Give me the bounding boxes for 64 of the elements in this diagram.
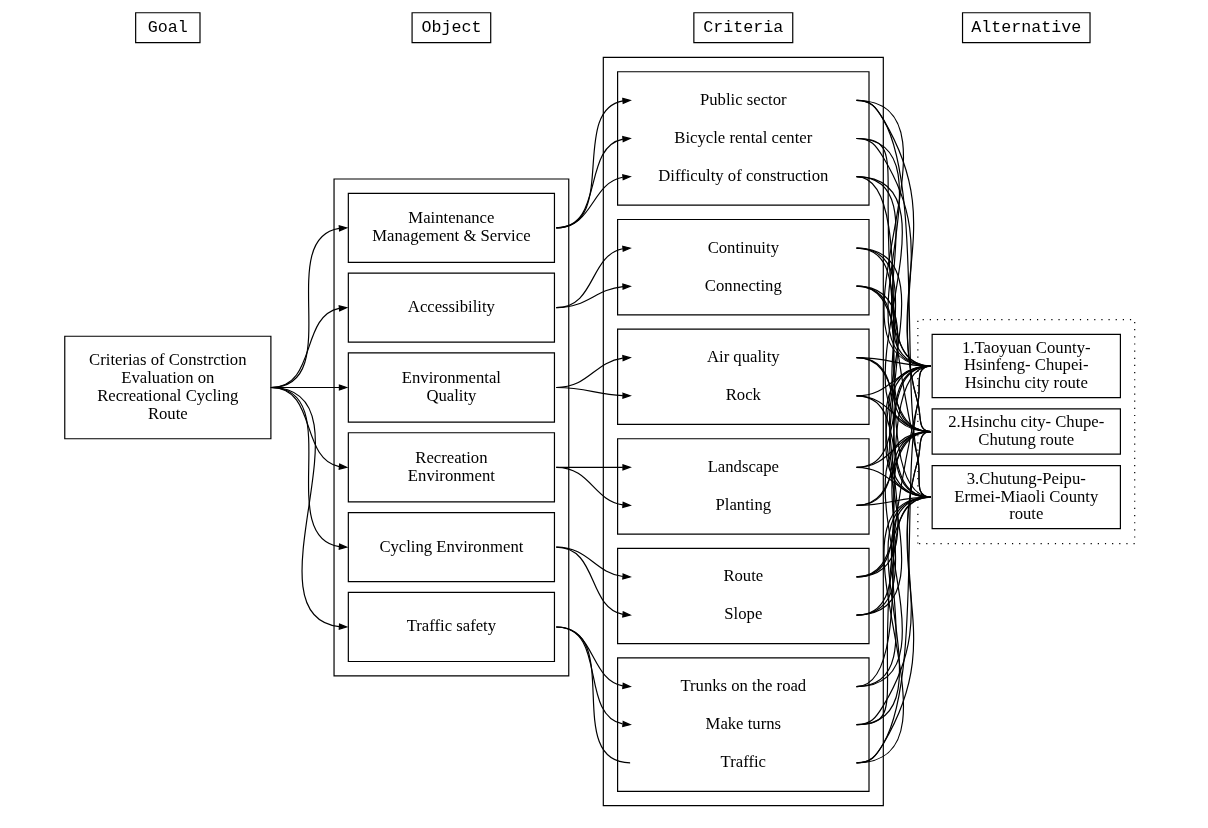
node-box: 1.Taoyuan County- Hsinfeng- Chupei- Hsinchu city route xyxy=(931,333,1121,399)
node-box: Traffic safety xyxy=(347,591,555,663)
node-text: Difficulty of construction xyxy=(657,166,828,186)
cluster xyxy=(616,547,870,645)
node-text: Bicycle rental center xyxy=(673,127,812,147)
connector xyxy=(855,395,932,498)
arrow xyxy=(555,466,632,509)
connector xyxy=(855,430,932,578)
node-text: Rock xyxy=(725,385,761,405)
connector xyxy=(855,430,932,616)
connector xyxy=(855,365,932,616)
arrow xyxy=(269,386,348,630)
arrow xyxy=(555,283,632,309)
connector xyxy=(855,496,932,688)
cluster xyxy=(602,56,884,807)
connector xyxy=(855,247,932,433)
node-text: Air quality xyxy=(706,347,780,367)
node-text: Trunks on the road xyxy=(679,675,806,695)
node-box: Criteria xyxy=(692,12,793,44)
node-text: Continuity xyxy=(707,237,779,257)
node-text: Public sector xyxy=(699,89,787,109)
cluster xyxy=(616,218,870,316)
cluster xyxy=(616,438,870,535)
node-box: Cycling Environment xyxy=(347,512,555,583)
cluster xyxy=(616,328,870,426)
connector xyxy=(855,285,932,433)
node-box: Goal xyxy=(134,12,201,44)
connector xyxy=(855,430,932,507)
node-box: 3.Chutung-Peipu- Ermei-Miaoli County route xyxy=(931,464,1121,530)
node-box: Accessibility xyxy=(347,272,555,343)
cluster xyxy=(332,178,569,677)
connector xyxy=(855,247,932,498)
arrow xyxy=(555,546,632,580)
connector xyxy=(855,496,932,578)
node-text: Slope xyxy=(723,604,762,624)
connector xyxy=(855,466,932,498)
connector xyxy=(855,285,932,498)
arrow xyxy=(555,626,632,728)
node-box: Criterias of Constrction Evaluation on Recreational Cycling Route xyxy=(63,335,271,440)
connector xyxy=(555,626,631,764)
arrow xyxy=(555,546,632,618)
cluster xyxy=(616,71,870,206)
connector xyxy=(855,496,932,507)
node-text: Traffic xyxy=(720,752,766,772)
connector xyxy=(855,496,932,616)
arrow xyxy=(555,97,632,229)
connector xyxy=(855,357,932,433)
node-text: Connecting xyxy=(704,275,782,295)
node-box: Recreation Environment xyxy=(347,432,555,503)
connector xyxy=(855,365,932,578)
node-text: Landscape xyxy=(707,456,779,476)
node-text: Planting xyxy=(715,494,771,514)
node-box: Maintenance Management & Service xyxy=(347,192,555,263)
arrow xyxy=(555,245,632,309)
arrow xyxy=(555,386,632,399)
node-text: Route xyxy=(722,566,763,586)
cluster xyxy=(916,319,1135,545)
node-box: Object xyxy=(411,12,491,44)
node-text: Make turns xyxy=(705,714,781,734)
arrow xyxy=(555,626,632,690)
node-box: Environmental Quality xyxy=(347,352,555,423)
cluster xyxy=(616,657,870,792)
node-box: Alternative xyxy=(961,12,1091,44)
node-box: 2.Hsinchu city- Chupe-Chutung route xyxy=(931,408,1121,455)
